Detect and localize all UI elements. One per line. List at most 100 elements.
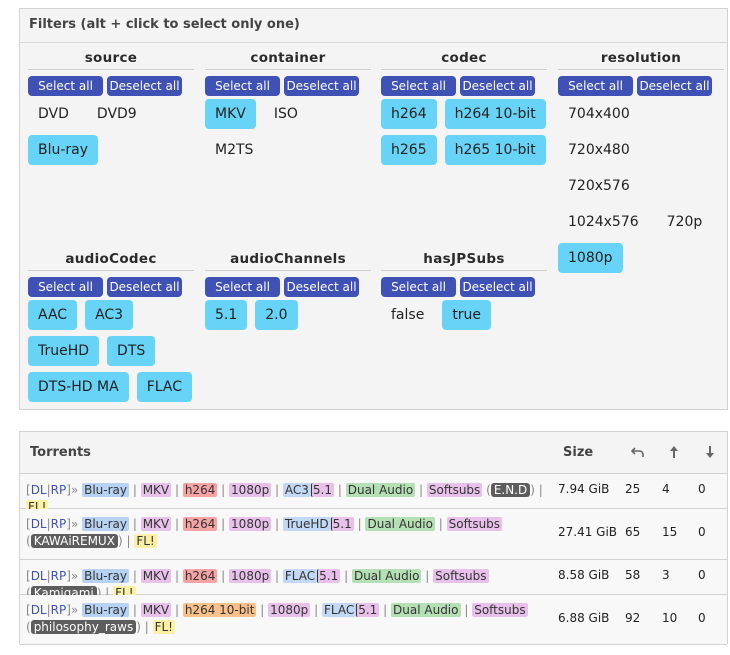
report-link[interactable]: RP: [50, 517, 67, 531]
select-all-button[interactable]: Select all: [205, 277, 280, 297]
tag-channels[interactable]: 5.1: [310, 483, 335, 497]
filter-option-truehd[interactable]: TrueHD: [28, 336, 100, 366]
filter-option-aac[interactable]: AAC: [28, 300, 78, 330]
filter-option-1080p[interactable]: 1080p: [558, 243, 623, 273]
filter-option-720p[interactable]: 720p: [666, 214, 703, 230]
deselect-all-button[interactable]: Deselect all: [460, 277, 535, 297]
filter-option-h265[interactable]: h265: [381, 135, 437, 165]
deselect-all-button[interactable]: Deselect all: [107, 76, 182, 96]
tag-container[interactable]: MKV: [140, 569, 172, 583]
download-link[interactable]: DL: [30, 603, 47, 617]
arrow-up-icon[interactable]: [666, 444, 682, 460]
tag-subs[interactable]: Softsubs: [426, 483, 483, 497]
deselect-all-button[interactable]: Deselect all: [460, 76, 535, 96]
tag-codec[interactable]: h264 10-bit: [182, 603, 257, 617]
filter-group-title: audioCodec: [28, 251, 194, 271]
tag-channels[interactable]: 5.1: [356, 603, 380, 617]
deselect-all-button[interactable]: Deselect all: [637, 76, 712, 96]
filter-option-ac3[interactable]: AC3: [85, 300, 134, 330]
filter-option-720x576[interactable]: 720x576: [568, 178, 630, 194]
download-link[interactable]: DL: [30, 517, 47, 531]
filter-group-title: audioChannels: [205, 251, 371, 271]
select-all-button[interactable]: Select all: [381, 277, 456, 297]
filter-option-iso[interactable]: ISO: [273, 106, 298, 122]
table-row[interactable]: [DL|RP]» Blu-ray | MKV | h264 10-bit | 1…: [20, 595, 727, 645]
tag-codec[interactable]: h264: [182, 483, 218, 497]
tag-dual-audio[interactable]: Dual Audio: [365, 517, 435, 531]
torrents-title: Torrents: [30, 445, 91, 460]
select-all-button[interactable]: Select all: [558, 76, 633, 96]
tag-subs[interactable]: Softsubs: [446, 517, 503, 531]
filter-option-dvd[interactable]: DVD: [38, 106, 69, 122]
tag-resolution[interactable]: 1080p: [268, 603, 311, 617]
tag-codec[interactable]: h264: [182, 517, 218, 531]
tag-source[interactable]: Blu-ray: [82, 483, 129, 497]
tag-container[interactable]: MKV: [140, 483, 172, 497]
size-column-header[interactable]: Size: [563, 445, 594, 460]
tag-codec[interactable]: h264: [182, 569, 218, 583]
tag-channels[interactable]: 5.1: [317, 569, 341, 583]
torrent-seeders: 92: [625, 611, 641, 625]
filter-option-false[interactable]: false: [391, 307, 425, 323]
torrents-header: Torrents Size: [20, 432, 727, 474]
tag-dual-audio[interactable]: Dual Audio: [351, 569, 422, 583]
deselect-all-button[interactable]: Deselect all: [284, 76, 359, 96]
download-link[interactable]: DL: [30, 569, 47, 583]
tag-audio[interactable]: FLAC: [282, 569, 318, 583]
table-row[interactable]: [DL|RP]» Blu-ray | MKV | h264 | 1080p | …: [20, 560, 727, 600]
filter-option-m2ts[interactable]: M2TS: [215, 142, 254, 158]
filter-option-h264[interactable]: h264: [381, 99, 437, 129]
filter-option-blu-ray[interactable]: Blu-ray: [28, 135, 99, 165]
report-link[interactable]: RP: [50, 569, 67, 583]
report-link[interactable]: RP: [50, 483, 67, 497]
tag-source[interactable]: Blu-ray: [82, 603, 129, 617]
deselect-all-button[interactable]: Deselect all: [107, 277, 182, 297]
tag-audio[interactable]: TrueHD: [282, 517, 331, 531]
tag-dual-audio[interactable]: Dual Audio: [345, 483, 416, 497]
tag-audio[interactable]: FLAC: [321, 603, 357, 617]
filter-option-2-0[interactable]: 2.0: [255, 300, 298, 330]
filter-option-h265-10-bit[interactable]: h265 10-bit: [444, 135, 546, 165]
filter-option-1024x576[interactable]: 1024x576: [568, 214, 639, 230]
filter-option-dvd9[interactable]: DVD9: [96, 106, 137, 122]
filter-option-flac[interactable]: FLAC: [136, 372, 192, 402]
filter-option-dts-hd-ma[interactable]: DTS-HD MA: [28, 372, 129, 402]
table-row[interactable]: [DL|RP]» Blu-ray | MKV | h264 | 1080p | …: [20, 474, 727, 514]
filter-option-720x480[interactable]: 720x480: [568, 142, 630, 158]
deselect-all-button[interactable]: Deselect all: [284, 277, 359, 297]
torrent-name: [DL|RP]» Blu-ray | MKV | h264 | 1080p | …: [26, 483, 543, 514]
tag-release-group[interactable]: KAWAiREMUX: [30, 534, 118, 548]
tag-release-group[interactable]: philosophy_raws: [30, 620, 137, 634]
arrow-down-icon[interactable]: [702, 444, 718, 460]
tag-resolution[interactable]: 1080p: [229, 517, 272, 531]
filter-option-5-1[interactable]: 5.1: [205, 300, 248, 330]
report-link[interactable]: RP: [50, 603, 67, 617]
filter-option-704x400[interactable]: 704x400: [568, 106, 630, 122]
tag-source[interactable]: Blu-ray: [82, 569, 129, 583]
tag-audio[interactable]: AC3: [282, 483, 311, 497]
tag-dual-audio[interactable]: Dual Audio: [391, 603, 461, 617]
tag-subs[interactable]: Softsubs: [472, 603, 528, 617]
filter-option-true[interactable]: true: [442, 300, 492, 330]
tag-container[interactable]: MKV: [140, 517, 172, 531]
table-row[interactable]: [DL|RP]» Blu-ray | MKV | h264 | 1080p | …: [20, 509, 727, 560]
seeders-upload-icon[interactable]: [630, 444, 646, 460]
tag-source[interactable]: Blu-ray: [82, 517, 129, 531]
select-all-button[interactable]: Select all: [28, 76, 103, 96]
filter-option-mkv[interactable]: MKV: [205, 99, 256, 129]
filter-option-dts[interactable]: DTS: [107, 336, 156, 366]
tag-channels[interactable]: 5.1: [330, 517, 354, 531]
tag-container[interactable]: MKV: [140, 603, 172, 617]
select-all-button[interactable]: Select all: [28, 277, 103, 297]
filter-option-h264-10-bit[interactable]: h264 10-bit: [444, 99, 546, 129]
tag-resolution[interactable]: 1080p: [229, 569, 272, 583]
select-all-button[interactable]: Select all: [205, 76, 280, 96]
tag-release-group[interactable]: E.N.D: [490, 483, 531, 497]
download-link[interactable]: DL: [30, 483, 47, 497]
select-all-button[interactable]: Select all: [381, 76, 456, 96]
tag-resolution[interactable]: 1080p: [229, 483, 272, 497]
tag-subs[interactable]: Softsubs: [433, 569, 489, 583]
